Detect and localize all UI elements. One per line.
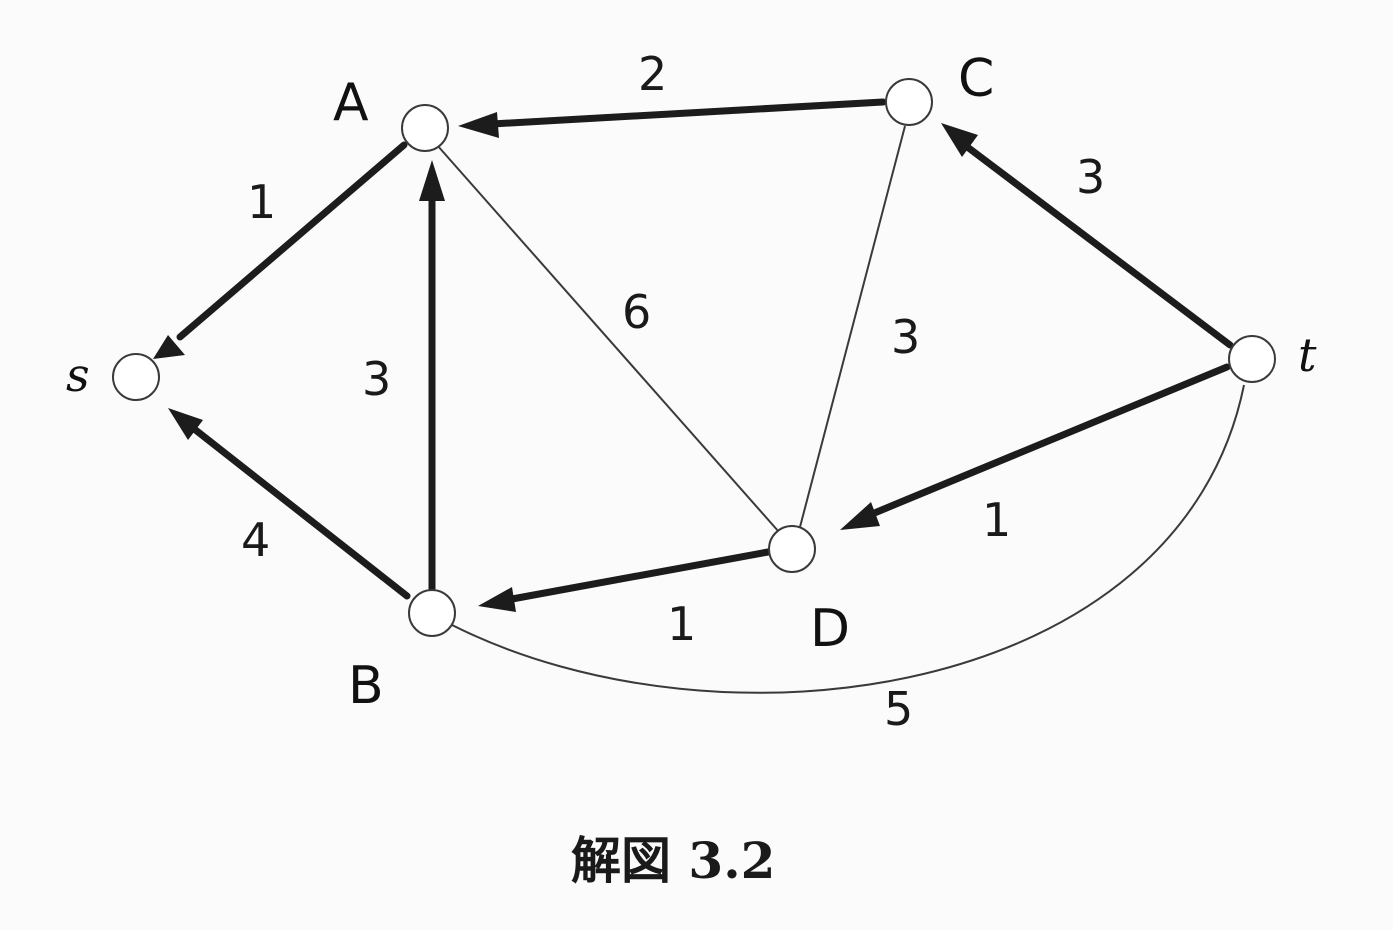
arrowhead-t-d [840, 502, 880, 530]
node-d [768, 525, 816, 573]
weight-c-d: 3 [891, 310, 920, 364]
edge-d-b [508, 548, 772, 603]
arrowhead-b-s [168, 408, 203, 440]
edge-t-c [962, 142, 1234, 349]
node-t [1228, 335, 1276, 383]
node-label-c: C [958, 49, 994, 109]
arrowhead-t-c [941, 123, 978, 157]
weight-b-a: 3 [362, 352, 391, 406]
arrowhead-d-b [478, 587, 516, 612]
node-b [408, 589, 456, 637]
edge-a-d [436, 144, 780, 533]
weight-a-s: 1 [247, 175, 276, 229]
edge-c-d [799, 125, 906, 528]
edge-t-d [868, 363, 1231, 518]
arrowhead-c-a [458, 112, 499, 138]
weight-d-b: 1 [667, 597, 696, 651]
arrowhead-a-s [153, 335, 185, 359]
edge-a-s [176, 141, 408, 341]
node-label-d: D [810, 599, 850, 659]
weight-t-d: 1 [982, 493, 1011, 547]
node-label-a: A [333, 73, 369, 133]
node-c [885, 78, 933, 126]
node-label-t: t [1298, 328, 1317, 382]
edge-c-a [488, 98, 887, 128]
weight-b-t: 5 [884, 682, 913, 736]
arrowhead-b-a [419, 160, 445, 201]
node-label-s: s [66, 348, 90, 402]
edge-b-t [451, 384, 1245, 694]
weight-t-c: 3 [1076, 150, 1105, 204]
node-a [401, 104, 449, 152]
weight-a-d: 6 [622, 285, 651, 339]
figure-caption: 解図 3.2 [571, 831, 775, 890]
edge-b-s [189, 424, 411, 600]
node-s [112, 353, 160, 401]
weight-b-s: 4 [241, 513, 270, 567]
node-label-b: B [348, 656, 384, 716]
weight-c-a: 2 [638, 47, 667, 101]
